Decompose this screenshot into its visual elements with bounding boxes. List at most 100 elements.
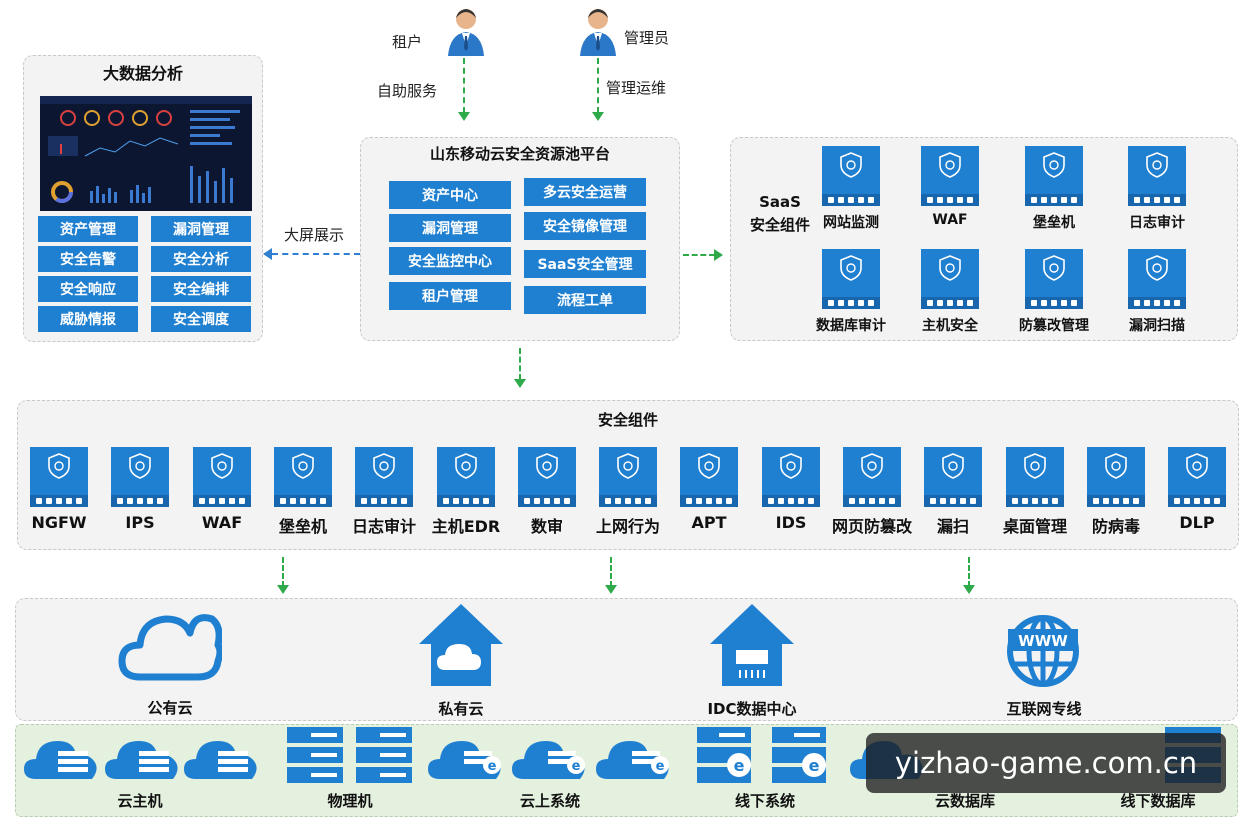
cloud-system-icon-3: e — [594, 735, 674, 783]
cloud-arrow-head-2 — [605, 585, 617, 594]
bigdata-item-dispatch: 安全调度 — [151, 306, 251, 332]
bigdata-item-alert: 安全告警 — [38, 246, 138, 272]
platform-item-saas-mgmt: SaaS安全管理 — [524, 250, 646, 278]
cloud-arrow-line-2 — [610, 557, 612, 587]
saas-component-3-icon — [1025, 146, 1083, 206]
tenant-label: 租户 — [392, 33, 423, 51]
public-cloud-icon — [118, 605, 224, 685]
security-component-15-label: DLP — [1179, 513, 1215, 532]
security-component-13-label: 桌面管理 — [1002, 517, 1067, 536]
self-service-label: 自助服务 — [377, 82, 438, 100]
idc-label: IDC数据中心 — [707, 700, 797, 718]
internet-label: 互联网专线 — [1006, 700, 1082, 718]
security-component-9-label: APT — [691, 513, 727, 532]
bigdata-title: 大数据分析 — [102, 64, 183, 83]
admin-person-icon — [578, 6, 618, 56]
bigdata-item-vuln: 漏洞管理 — [151, 216, 251, 242]
security-component-3-label: WAF — [201, 513, 243, 532]
display-label: 大屏展示 — [284, 226, 345, 244]
saas-component-7-label: 防篡改管理 — [1019, 318, 1089, 334]
cloud-db-label: 云数据库 — [934, 792, 995, 810]
security-component-2-icon — [111, 447, 169, 507]
bigdata-item-analysis: 安全分析 — [151, 246, 251, 272]
saas-arrow-head — [714, 249, 723, 261]
physical-server-label: 物理机 — [327, 792, 373, 810]
cloud-host-icon-3 — [182, 735, 260, 783]
bigdata-item-threat-intel: 威胁情报 — [38, 306, 138, 332]
security-component-3-icon — [193, 447, 251, 507]
saas-component-7-icon — [1025, 249, 1083, 309]
security-component-14-icon — [1087, 447, 1145, 507]
cloud-host-icon-2 — [103, 735, 181, 783]
saas-component-3-label: 堡垒机 — [1033, 215, 1075, 231]
ops-label: 管理运维 — [606, 79, 667, 97]
svg-text:WWW: WWW — [1018, 632, 1068, 650]
security-component-7-icon — [518, 447, 576, 507]
platform-item-asset-center: 资产中心 — [389, 181, 511, 209]
cloud-host-label: 云主机 — [117, 792, 163, 810]
offline-system-icon-2: e — [772, 727, 830, 783]
security-component-12-label: 漏扫 — [936, 517, 969, 536]
display-arrow-line — [272, 253, 360, 255]
security-component-1-label: NGFW — [31, 513, 87, 532]
admin-label: 管理员 — [624, 29, 670, 47]
platform-title: 山东移动云安全资源池平台 — [429, 145, 610, 163]
watermark: yizhao-game.com.cn — [866, 733, 1226, 793]
saas-component-1-icon — [822, 146, 880, 206]
platform-item-monitor-center: 安全监控中心 — [389, 247, 511, 275]
offline-system-label: 线下系统 — [734, 792, 795, 810]
saas-component-6-label: 主机安全 — [922, 318, 978, 334]
security-component-7-label: 数审 — [530, 517, 563, 536]
svg-text:e: e — [488, 759, 497, 774]
tenant-person-icon — [446, 6, 486, 56]
security-component-12-icon — [924, 447, 982, 507]
cloud-host-icon-1 — [22, 735, 100, 783]
saas-component-5-label: 数据库审计 — [816, 318, 886, 334]
saas-component-8-icon — [1128, 249, 1186, 309]
security-component-4-label: 堡垒机 — [278, 517, 327, 536]
platform-item-multicloud-ops: 多云安全运营 — [524, 178, 646, 206]
platform-item-workflow: 流程工单 — [524, 286, 646, 314]
saas-component-1-label: 网站监测 — [823, 215, 879, 231]
security-component-6-icon — [437, 447, 495, 507]
cloud-system-label: 云上系统 — [519, 792, 580, 810]
public-cloud-label: 公有云 — [147, 699, 193, 717]
security-component-11-label: 网页防篡改 — [831, 517, 912, 536]
security-component-8-label: 上网行为 — [595, 517, 660, 536]
internet-globe-icon: WWW — [1004, 612, 1082, 690]
saas-component-2-icon — [921, 146, 979, 206]
platform-item-image-mgmt: 安全镜像管理 — [524, 212, 646, 240]
security-component-8-icon — [599, 447, 657, 507]
security-component-4-icon — [274, 447, 332, 507]
security-component-14-label: 防病毒 — [1091, 517, 1140, 536]
saas-component-4-icon — [1128, 146, 1186, 206]
security-arrow-line — [519, 348, 521, 380]
watermark-text: yizhao-game.com.cn — [894, 746, 1198, 780]
idc-icon — [706, 600, 798, 688]
dashboard-screenshot — [40, 96, 252, 211]
private-cloud-label: 私有云 — [438, 700, 484, 718]
svg-text:e: e — [656, 759, 665, 774]
cloud-arrow-line-1 — [282, 557, 284, 587]
cloud-arrow-line-3 — [968, 557, 970, 587]
physical-server-icon-1 — [287, 727, 343, 783]
bigdata-item-orchestration: 安全编排 — [151, 276, 251, 302]
saas-title-line2: 安全组件 — [749, 216, 810, 234]
offline-system-icon-1: e — [697, 727, 755, 783]
security-component-6-label: 主机EDR — [431, 517, 501, 536]
saas-arrow-line — [683, 254, 715, 256]
saas-component-2-label: WAF — [932, 212, 968, 228]
security-component-2-label: IPS — [125, 513, 155, 532]
security-component-13-icon — [1006, 447, 1064, 507]
security-component-15-icon — [1168, 447, 1226, 507]
physical-server-icon-2 — [356, 727, 412, 783]
cloud-system-icon-1: e — [426, 735, 506, 783]
security-component-10-icon — [762, 447, 820, 507]
svg-text:e: e — [809, 756, 820, 775]
saas-component-4-label: 日志审计 — [1129, 215, 1185, 231]
svg-text:e: e — [734, 756, 745, 775]
saas-component-5-icon — [822, 249, 880, 309]
tenant-arrow-line — [463, 58, 465, 113]
security-component-5-label: 日志审计 — [351, 517, 416, 536]
cloud-arrow-head-1 — [277, 585, 289, 594]
